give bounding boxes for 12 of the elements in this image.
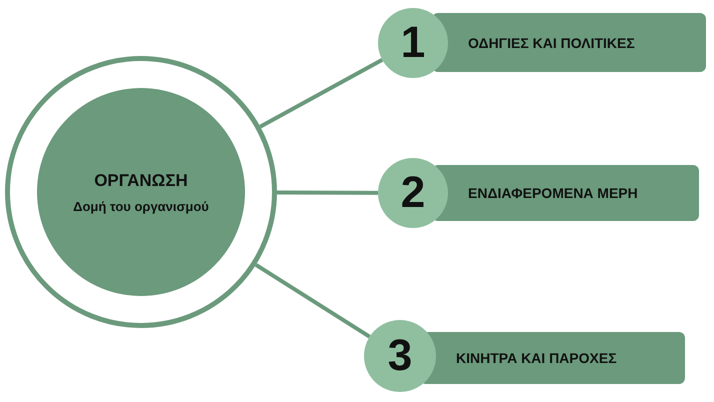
heading: ΟΡΓΑΝΩΣΗ xyxy=(94,170,188,190)
topic-label: ΟΔΗΓΙΕΣ ΚΑΙ ΠΟΛΙΤΙΚΕΣ xyxy=(468,34,635,50)
topic-label: ΚΙΝΗΤΡΑ ΚΑΙ ΠΑΡΟΧΕΣ xyxy=(456,350,617,366)
connector-line xyxy=(259,58,384,128)
connector-line xyxy=(254,263,371,338)
step-number: 1 xyxy=(400,18,426,68)
topic-banner xyxy=(432,13,706,72)
step-number: 2 xyxy=(400,168,426,218)
topic-label: ΕΝΔΙΑΦΕΡΟΜΕΝΑ ΜΕΡΗ xyxy=(468,185,638,201)
connector-line xyxy=(277,190,378,195)
subheading: Δομή του οργανισμού xyxy=(73,198,209,214)
step-number: 3 xyxy=(388,331,412,381)
